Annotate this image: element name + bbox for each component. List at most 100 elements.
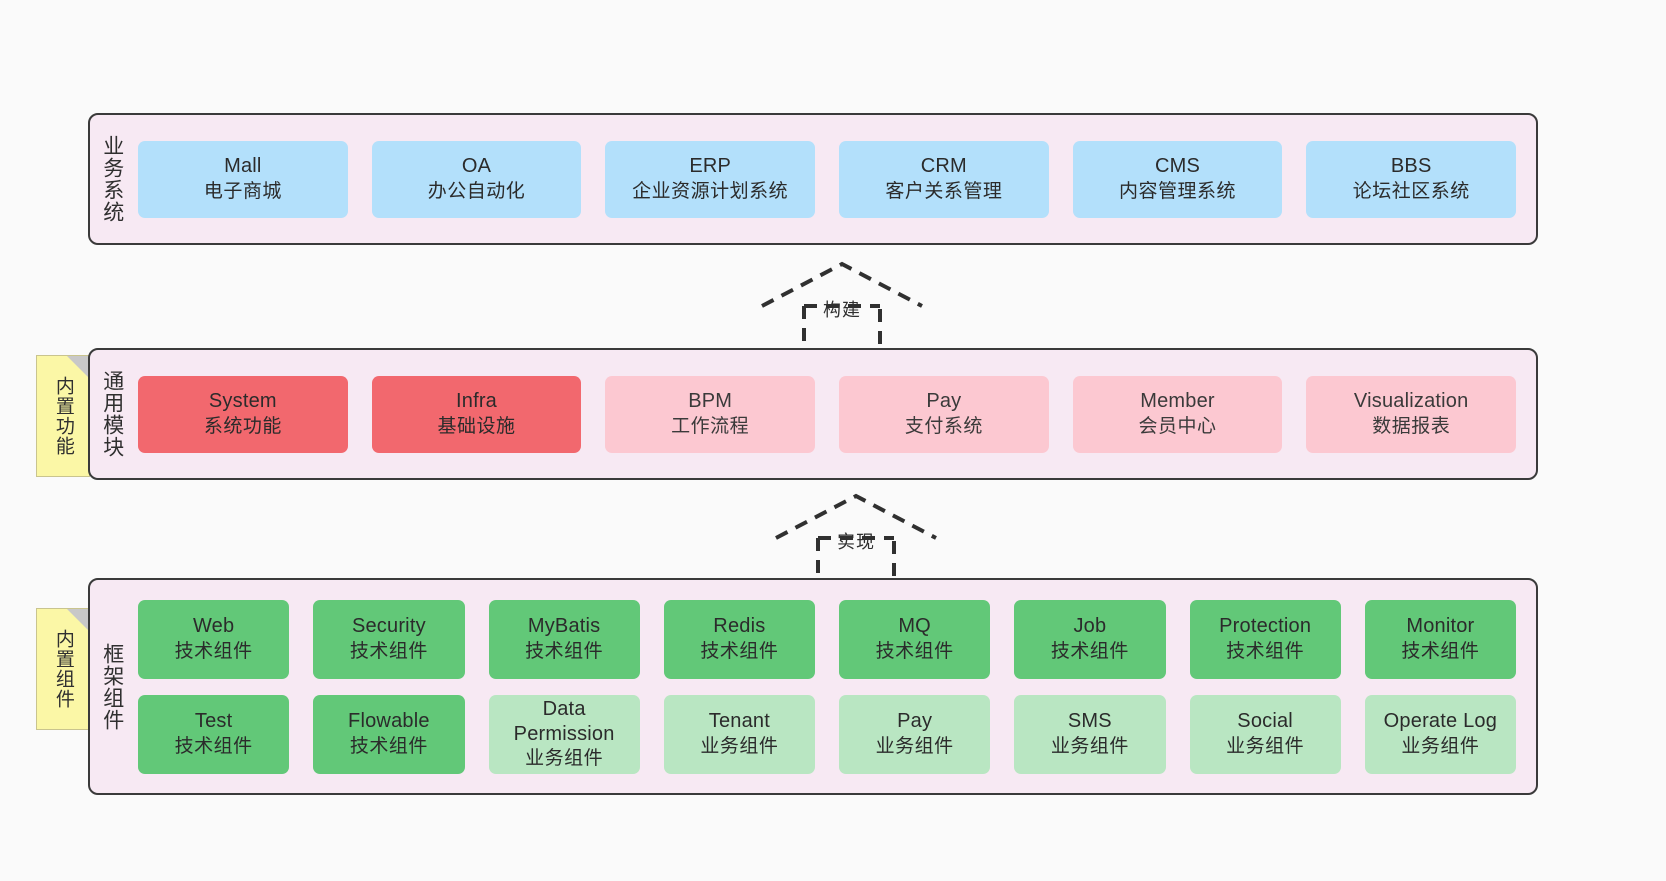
node-title-en: SMS — [1067, 710, 1112, 733]
node-title-cn: 基础设施 — [437, 415, 516, 437]
node-title-en: Visualization — [1353, 390, 1469, 413]
node-title-en: MyBatis — [527, 615, 601, 638]
layer-business-system: 业务系统 Mall 电子商城 OA 办公自动化 ERP 企业资源计划系统 CRM… — [88, 113, 1538, 245]
note-fold-corner-icon — [67, 356, 89, 378]
node-test[interactable]: Test 技术组件 — [138, 694, 290, 774]
node-title-cn: 办公自动化 — [427, 180, 526, 202]
layer-framework-component: 框架组件 Web 技术组件 Security 技术组件 MyBatis 技术组件… — [88, 578, 1538, 795]
node-title-en: Infra — [455, 390, 498, 413]
generalization-arrowhead-icon — [761, 261, 923, 308]
layer-label-common-module: 通用模块 — [100, 370, 124, 458]
node-title-cn: 会员中心 — [1138, 415, 1217, 437]
node-visualization[interactable]: Visualization 数据报表 — [1306, 375, 1517, 453]
node-title-en: Flowable — [348, 710, 430, 733]
node-row: Mall 电子商城 OA 办公自动化 ERP 企业资源计划系统 CRM 客户关系… — [138, 140, 1517, 218]
note-fold-corner-icon — [67, 609, 89, 631]
node-mybatis[interactable]: MyBatis 技术组件 — [488, 599, 640, 679]
node-title-en: Data Permission — [513, 697, 615, 746]
node-title-cn: 业务组件 — [525, 748, 604, 770]
node-title-en: Test — [194, 710, 233, 733]
node-erp[interactable]: ERP 企业资源计划系统 — [605, 140, 816, 218]
node-operate-log[interactable]: Operate Log 业务组件 — [1364, 694, 1516, 774]
node-monitor[interactable]: Monitor 技术组件 — [1364, 599, 1516, 679]
node-title-en: OA — [461, 155, 492, 178]
node-row: Web 技术组件 Security 技术组件 MyBatis 技术组件 Redi… — [138, 599, 1516, 679]
node-title-cn: 客户关系管理 — [885, 180, 1003, 202]
node-title-en: Operate Log — [1383, 710, 1498, 733]
connector-label-build: 构建 — [823, 300, 861, 320]
node-oa[interactable]: OA 办公自动化 — [371, 140, 582, 218]
node-title-cn: 技术组件 — [525, 640, 604, 662]
node-title-en: Social — [1237, 710, 1293, 733]
node-title-en: ERP — [689, 155, 732, 178]
node-social[interactable]: Social 业务组件 — [1189, 694, 1341, 774]
node-redis[interactable]: Redis 技术组件 — [663, 599, 815, 679]
node-title-cn: 系统功能 — [203, 415, 282, 437]
node-member[interactable]: Member 会员中心 — [1072, 375, 1283, 453]
node-infra[interactable]: Infra 基础设施 — [371, 375, 582, 453]
node-title-cn: 技术组件 — [875, 640, 954, 662]
node-title-en: BPM — [688, 390, 733, 413]
layer-body-common-module: System 系统功能 Infra 基础设施 BPM 工作流程 Pay 支付系统… — [134, 350, 1536, 478]
node-title-en: BBS — [1390, 155, 1432, 178]
node-title-cn: 业务组件 — [1050, 735, 1129, 757]
node-pay-module[interactable]: Pay 支付系统 — [839, 375, 1049, 453]
node-title-en: Security — [351, 615, 426, 638]
layer-body-framework-component: Web 技术组件 Security 技术组件 MyBatis 技术组件 Redi… — [134, 580, 1536, 793]
node-sms[interactable]: SMS 业务组件 — [1014, 694, 1166, 774]
node-title-en: Tenant — [708, 710, 770, 733]
node-title-en: Protection — [1219, 615, 1312, 638]
node-title-en: CMS — [1155, 155, 1201, 178]
node-title-cn: 技术组件 — [1050, 640, 1129, 662]
node-title-cn: 内容管理系统 — [1119, 180, 1237, 202]
layer-label-business-system: 业务系统 — [100, 135, 124, 223]
node-cms[interactable]: CMS 内容管理系统 — [1072, 140, 1283, 218]
node-title-en: Web — [192, 615, 235, 638]
node-title-cn: 技术组件 — [1401, 640, 1480, 662]
node-title-en: Mall — [224, 155, 262, 178]
node-flowable[interactable]: Flowable 技术组件 — [313, 694, 465, 774]
node-bpm[interactable]: BPM 工作流程 — [605, 375, 816, 453]
connector-label-implement: 实现 — [837, 532, 875, 552]
node-title-cn: 业务组件 — [1401, 735, 1480, 757]
note-label: 内置组件 — [52, 629, 74, 709]
node-system[interactable]: System 系统功能 — [138, 375, 348, 453]
node-row: Test 技术组件 Flowable 技术组件 Data Permission … — [138, 694, 1516, 774]
generalization-shaft-icon — [802, 306, 882, 355]
node-web[interactable]: Web 技术组件 — [138, 599, 290, 679]
node-tenant[interactable]: Tenant 业务组件 — [663, 694, 815, 774]
connector-build: 构建 — [752, 258, 932, 358]
node-title-cn: 工作流程 — [671, 415, 750, 437]
connector-implement: 实现 — [766, 490, 946, 590]
node-job[interactable]: Job 技术组件 — [1014, 599, 1166, 679]
node-security[interactable]: Security 技术组件 — [313, 599, 465, 679]
node-title-cn: 技术组件 — [349, 640, 428, 662]
node-bbs[interactable]: BBS 论坛社区系统 — [1306, 140, 1517, 218]
node-title-cn: 论坛社区系统 — [1352, 180, 1470, 202]
layer-body-business-system: Mall 电子商城 OA 办公自动化 ERP 企业资源计划系统 CRM 客户关系… — [134, 115, 1536, 243]
node-data-permission[interactable]: Data Permission 业务组件 — [488, 694, 640, 774]
node-title-cn: 业务组件 — [875, 735, 954, 757]
node-title-en: Monitor — [1406, 615, 1475, 638]
node-mall[interactable]: Mall 电子商城 — [138, 140, 348, 218]
node-crm[interactable]: CRM 客户关系管理 — [839, 140, 1049, 218]
node-title-en: Redis — [713, 615, 766, 638]
node-title-cn: 电子商城 — [203, 180, 282, 202]
node-protection[interactable]: Protection 技术组件 — [1189, 599, 1341, 679]
node-title-cn: 业务组件 — [1226, 735, 1305, 757]
generalization-shaft-icon — [816, 538, 896, 587]
node-row: System 系统功能 Infra 基础设施 BPM 工作流程 Pay 支付系统… — [138, 375, 1517, 453]
generalization-arrowhead-icon — [775, 493, 937, 540]
layer-label-framework-component: 框架组件 — [100, 642, 124, 731]
node-title-cn: 技术组件 — [700, 640, 779, 662]
note-label: 内置功能 — [52, 376, 74, 456]
node-title-en: MQ — [898, 615, 931, 638]
node-title-cn: 技术组件 — [349, 735, 428, 757]
node-pay-component[interactable]: Pay 业务组件 — [839, 694, 991, 774]
node-title-en: Job — [1073, 615, 1107, 638]
node-title-en: Member — [1140, 390, 1215, 413]
node-mq[interactable]: MQ 技术组件 — [839, 599, 991, 679]
node-title-en: Pay — [897, 710, 933, 733]
node-title-en: CRM — [920, 155, 967, 178]
layer-common-module: 通用模块 System 系统功能 Infra 基础设施 BPM 工作流程 Pay… — [88, 348, 1538, 480]
